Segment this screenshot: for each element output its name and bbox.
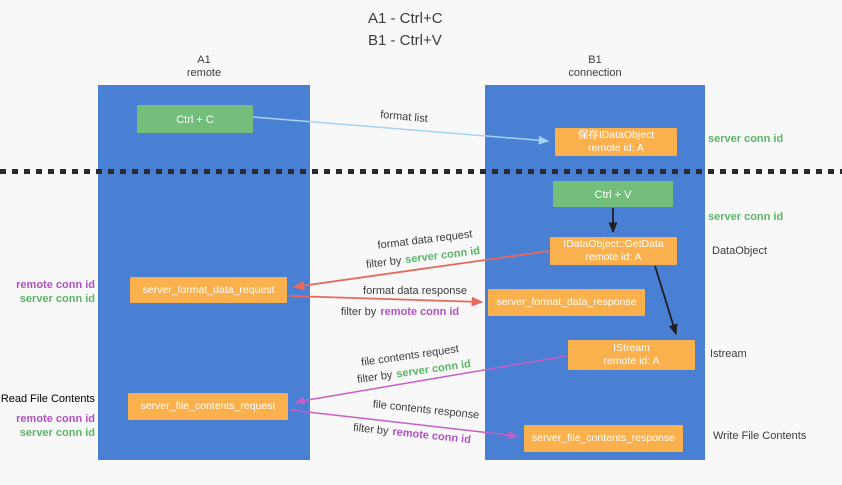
diagram-title: A1 - Ctrl+C B1 - Ctrl+V [368,8,443,52]
filter-by-text: filter by [365,254,403,271]
right-server-conn-id-top: server conn id [708,133,784,145]
istream-box: IStream remote id: A [568,340,695,370]
getdata-line1: IDataObject::GetData [563,238,664,250]
save-idataobject-box: 保存IDataObject remote id: A [555,128,677,156]
server-format-data-response-label: server_format_data_response [496,296,637,308]
right-server-conn-id-mid: server conn id [708,211,784,223]
ctrl-v-label: Ctrl + V [594,189,632,201]
left-read-file-contents-label: Read File Contents [0,393,95,405]
left-server-conn-id-top: server conn id [19,293,95,305]
title-line-2: B1 - Ctrl+V [368,32,442,49]
filter-by-text: filter by [352,421,390,438]
server-file-contents-request-box: server_file_contents_request [128,393,288,420]
istream-line1: IStream [613,342,650,354]
server-file-contents-response-box: server_file_contents_response [524,425,683,452]
title-line-1: A1 - Ctrl+C [368,10,443,27]
left-server-conn-id-bottom: server conn id [19,427,95,439]
left-remote-conn-id-top: remote conn id [16,279,95,291]
lane-header-a1: A1 remote [98,54,310,80]
format-list-label: format list [379,108,429,126]
save-idataobject-line2: remote id: A [587,142,645,154]
lane-header-b1: B1 connection [485,54,705,80]
server-format-data-request-box: server_format_data_request [130,277,287,303]
left-conn-id-group-bottom: remote conn id server conn id [0,412,95,440]
remote-conn-id-text: remote conn id [380,306,460,318]
lane-b1-title: B1 [588,54,602,66]
getdata-line2: remote id: A [585,251,642,263]
right-istream-label: Istream [710,348,747,360]
filter-by-text: filter by [356,369,394,386]
format-data-response-label: format data response [363,285,467,297]
server-file-contents-request-label: server_file_contents_request [140,400,276,412]
right-write-file-contents-label: Write File Contents [713,430,807,442]
server-format-data-request-label: server_format_data_request [142,284,275,296]
remote-conn-id-text: remote conn id [391,425,472,447]
file-contents-response-label: file contents response [372,398,480,422]
ctrl-v-box: Ctrl + V [553,181,673,207]
save-idataobject-line1: 保存IDataObject [577,129,655,141]
filter-by-text: filter by [340,306,377,318]
server-format-data-response-box: server_format_data_response [488,289,645,316]
lane-b1-subtitle: connection [568,67,622,79]
server-file-contents-response-label: server_file_contents_response [531,432,675,444]
left-remote-conn-id-bottom: remote conn id [16,413,95,425]
phase-separator-dotted-line [0,169,842,174]
right-dataobject-label: DataObject [712,245,768,257]
lane-a1-title: A1 [197,54,211,66]
getdata-box: IDataObject::GetData remote id: A [550,237,677,265]
istream-line2: remote id: A [603,355,660,367]
lane-a1-subtitle: remote [186,67,222,79]
ctrl-c-label: Ctrl + C [176,114,214,126]
ctrl-c-box: Ctrl + C [137,105,253,133]
server-conn-id-text: server conn id [404,245,481,267]
left-conn-id-group-top: remote conn id server conn id [0,278,95,306]
